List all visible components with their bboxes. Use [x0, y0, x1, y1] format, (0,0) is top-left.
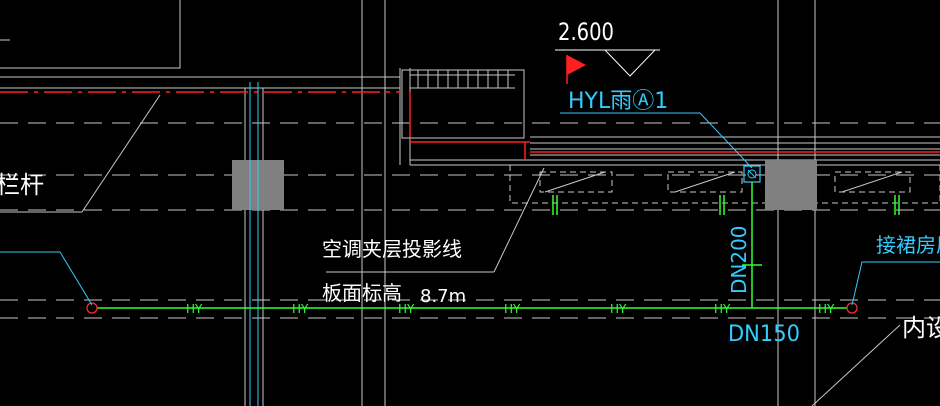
roof-drain-label: HYL雨Ⓐ1 — [568, 89, 668, 114]
pipe-code-5: HY — [610, 302, 627, 316]
pipe-size-vertical: DN200 — [727, 225, 751, 294]
red-railing-lines — [0, 91, 940, 160]
left-drain-leader — [0, 251, 93, 306]
roof-drain-callout: HYL雨Ⓐ1 — [560, 89, 761, 183]
pipe-code-3: HY — [398, 302, 415, 316]
pipe-code-4: HY — [504, 302, 521, 316]
cyan-vertical-pipe — [249, 82, 259, 406]
pipe-code-labels: HY HY HY HY HY HY HY — [186, 302, 835, 316]
ac-unit-diagonals — [544, 171, 903, 193]
building-lines — [0, 87, 940, 319]
pipe-code-2: HY — [292, 302, 309, 316]
vertical-drain-pipe — [742, 182, 762, 308]
pipe-size-horizontal: DN150 — [728, 322, 800, 347]
interior-label: 内设 — [902, 314, 940, 342]
ac-unit-brackets — [552, 195, 900, 215]
ac-unit-outlines — [509, 164, 940, 204]
ac-mezzanine-label: 空调夹层投影线 — [322, 237, 462, 261]
elevation-marker: 2.600 — [555, 18, 660, 77]
pipe-code-7: HY — [818, 302, 835, 316]
horizontal-hy-pipe — [86, 302, 858, 314]
red-flag-icon — [566, 55, 586, 84]
slab-label-prefix: 板面标高 — [322, 281, 402, 305]
top-left-frame — [0, 0, 400, 78]
pipe-code-1: HY — [186, 302, 203, 316]
leader-lines — [0, 94, 901, 406]
right-connect-leader — [851, 261, 940, 306]
stair-hatch — [401, 69, 525, 139]
connect-label: 接裙房屋 — [876, 233, 940, 257]
elevation-text: 2.600 — [558, 18, 614, 46]
slab-label-value: 8.7m — [420, 286, 466, 307]
railing-label: 栏杆 — [0, 171, 44, 199]
pipe-code-6: HY — [714, 302, 731, 316]
column-right — [765, 160, 817, 210]
